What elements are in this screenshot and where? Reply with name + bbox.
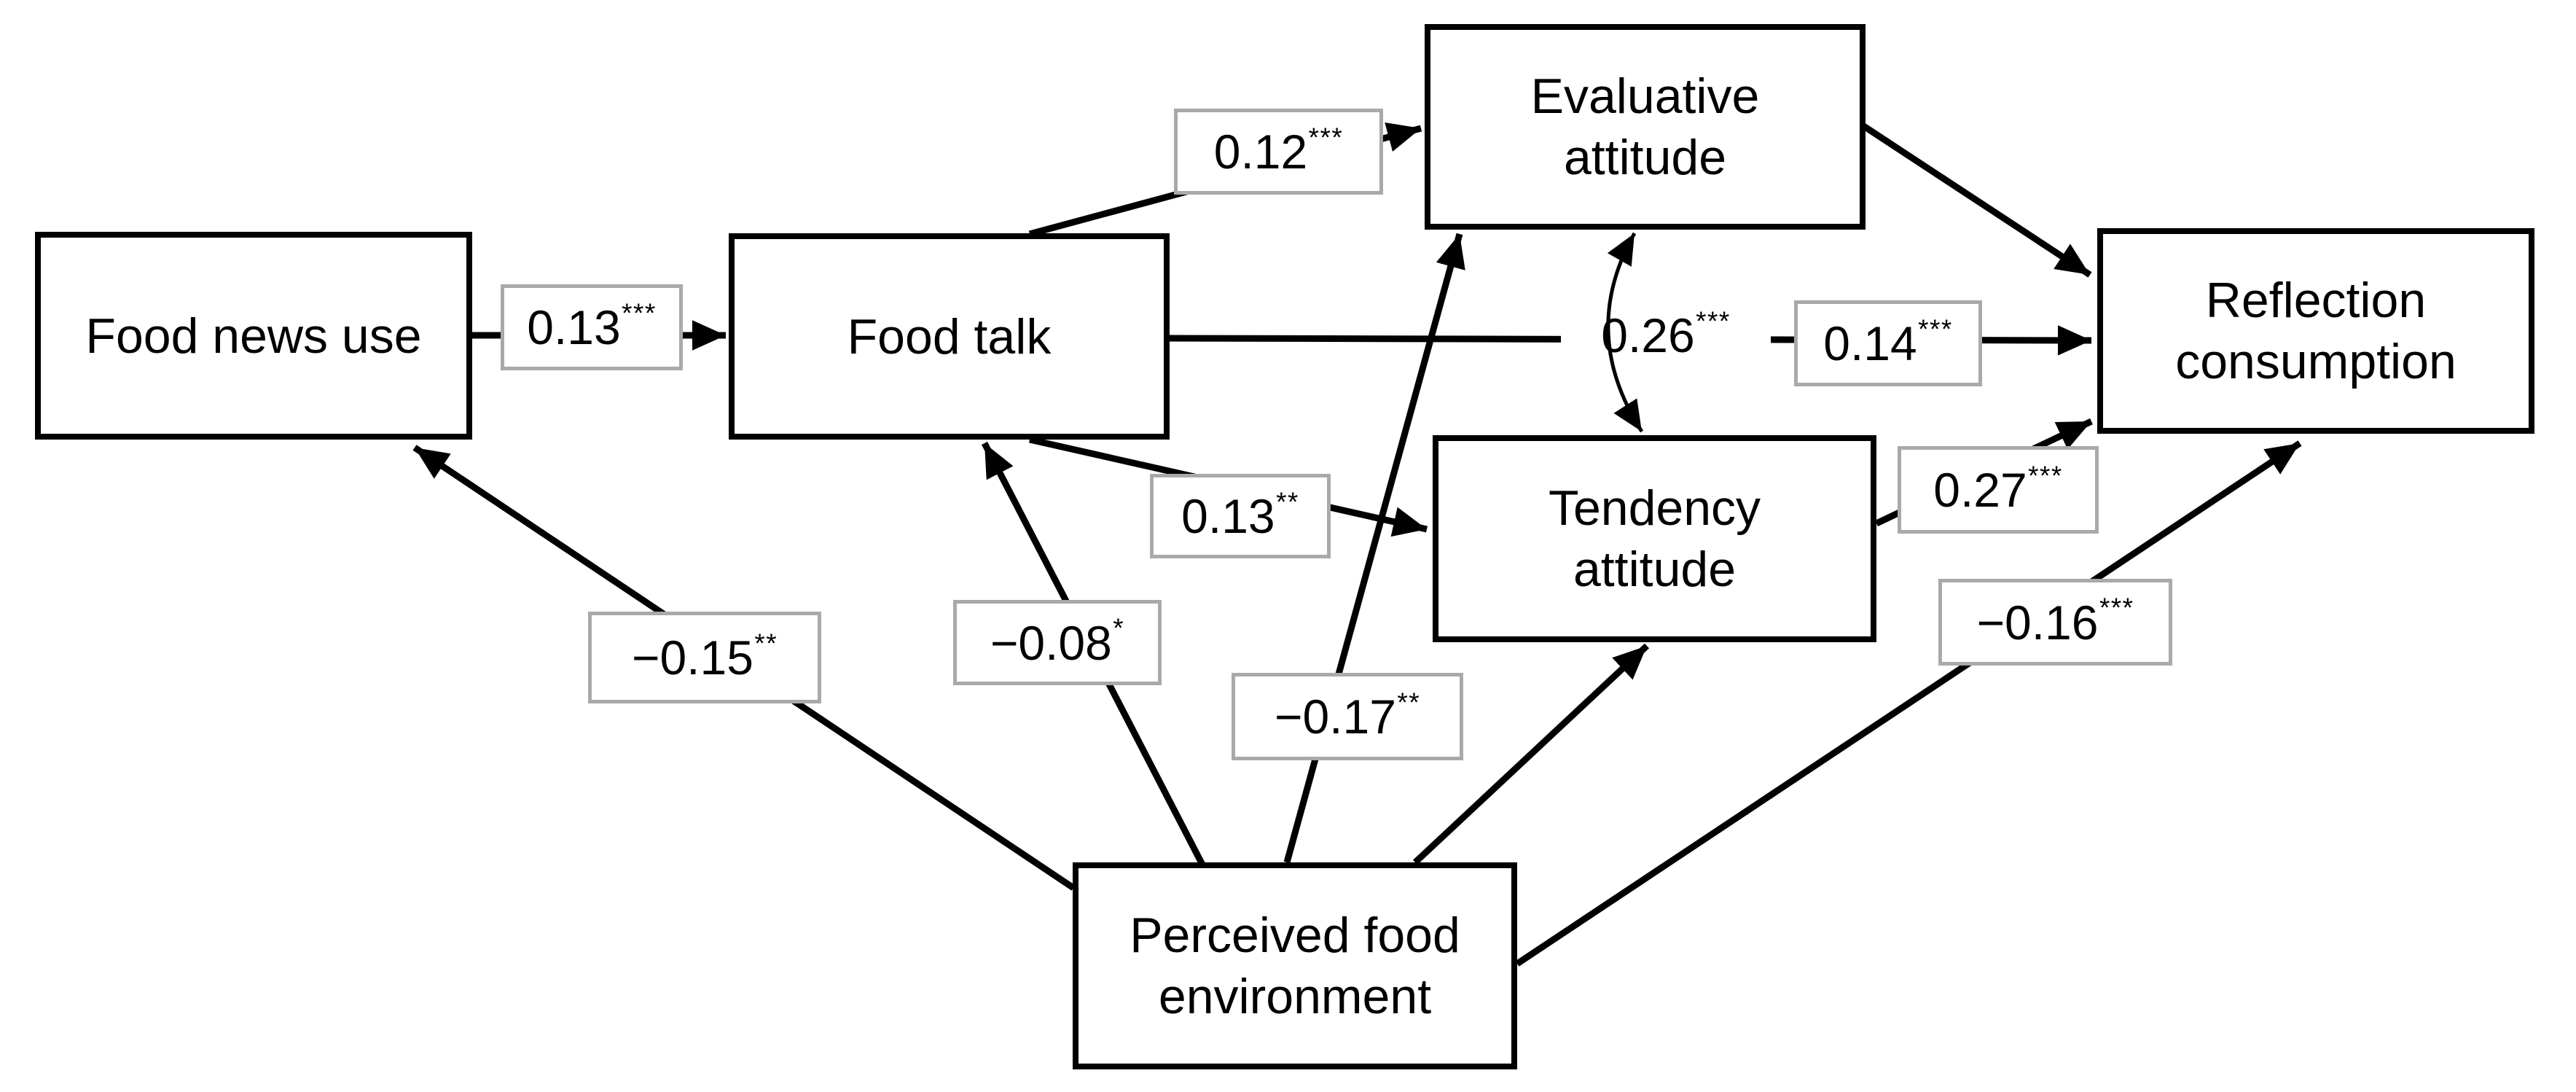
arrow-evaluative-to-reflection — [1860, 122, 2092, 278]
significance-stars: *** — [1696, 305, 1731, 336]
significance-stars: ** — [754, 628, 778, 658]
node-label-line2: attitude — [1563, 130, 1727, 185]
significance-stars: *** — [2099, 593, 2134, 623]
node-reflection-consumption: Reflection consumption — [2097, 228, 2534, 434]
coef-tendency-to-reflection: 0.27*** — [1898, 446, 2099, 534]
node-label-line1: Tendency — [1548, 480, 1761, 536]
coef-value: −0.15 — [631, 631, 753, 685]
node-evaluative-attitude: Evaluative attitude — [1425, 24, 1866, 230]
coef-talk-to-evaluative: 0.12*** — [1174, 109, 1383, 195]
node-label-line1: Reflection — [2205, 273, 2427, 328]
coef-value: 0.13 — [1181, 489, 1275, 543]
node-food-talk: Food talk — [729, 233, 1170, 440]
coef-evaluative-tendency-covariance: 0.26*** — [1561, 296, 1771, 375]
arrow-env-to-reflection — [1515, 440, 2302, 967]
arrow-env-to-tendency — [1412, 643, 1650, 865]
significance-stars: ** — [1397, 687, 1421, 717]
significance-stars: *** — [1918, 313, 1953, 344]
coef-env-to-news: −0.15** — [588, 612, 821, 703]
node-perceived-food-environment: Perceived food environment — [1073, 862, 1517, 1069]
significance-stars: *** — [1308, 122, 1344, 152]
coef-env-to-talk: −0.08* — [953, 600, 1162, 685]
covariance-arrow-evaluative-tendency — [1606, 232, 1644, 433]
node-label: Food news use — [85, 308, 422, 364]
coef-value: −0.16 — [1976, 595, 2099, 650]
node-label-line2: consumption — [2175, 334, 2456, 389]
node-label-line1: Evaluative — [1530, 69, 1760, 124]
node-label-line1: Perceived food — [1130, 908, 1460, 963]
significance-stars: *** — [622, 297, 657, 328]
coef-value: 0.14 — [1823, 316, 1917, 370]
coef-env-to-reflection: −0.16*** — [1938, 579, 2172, 666]
coef-talk-to-reflection: 0.14*** — [1794, 300, 1982, 386]
coef-value: 0.13 — [527, 300, 621, 354]
node-tendency-attitude: Tendency attitude — [1433, 435, 1876, 642]
significance-stars: ** — [1276, 486, 1299, 517]
node-label-line2: attitude — [1573, 542, 1737, 597]
node-food-news-use: Food news use — [35, 232, 472, 440]
node-label: Food talk — [847, 308, 1052, 364]
coef-value: 0.12 — [1213, 125, 1308, 179]
coef-env-to-evaluative: −0.17** — [1232, 673, 1463, 760]
coef-news-to-talk: 0.13*** — [501, 284, 683, 370]
coef-value: 0.27 — [1933, 463, 2027, 517]
significance-stars: * — [1113, 613, 1125, 644]
coef-value: −0.08 — [990, 615, 1112, 670]
node-label-line2: environment — [1158, 969, 1432, 1024]
coef-talk-to-tendency: 0.13** — [1150, 474, 1331, 558]
coef-value: −0.17 — [1274, 690, 1396, 744]
significance-stars: *** — [2028, 460, 2063, 491]
